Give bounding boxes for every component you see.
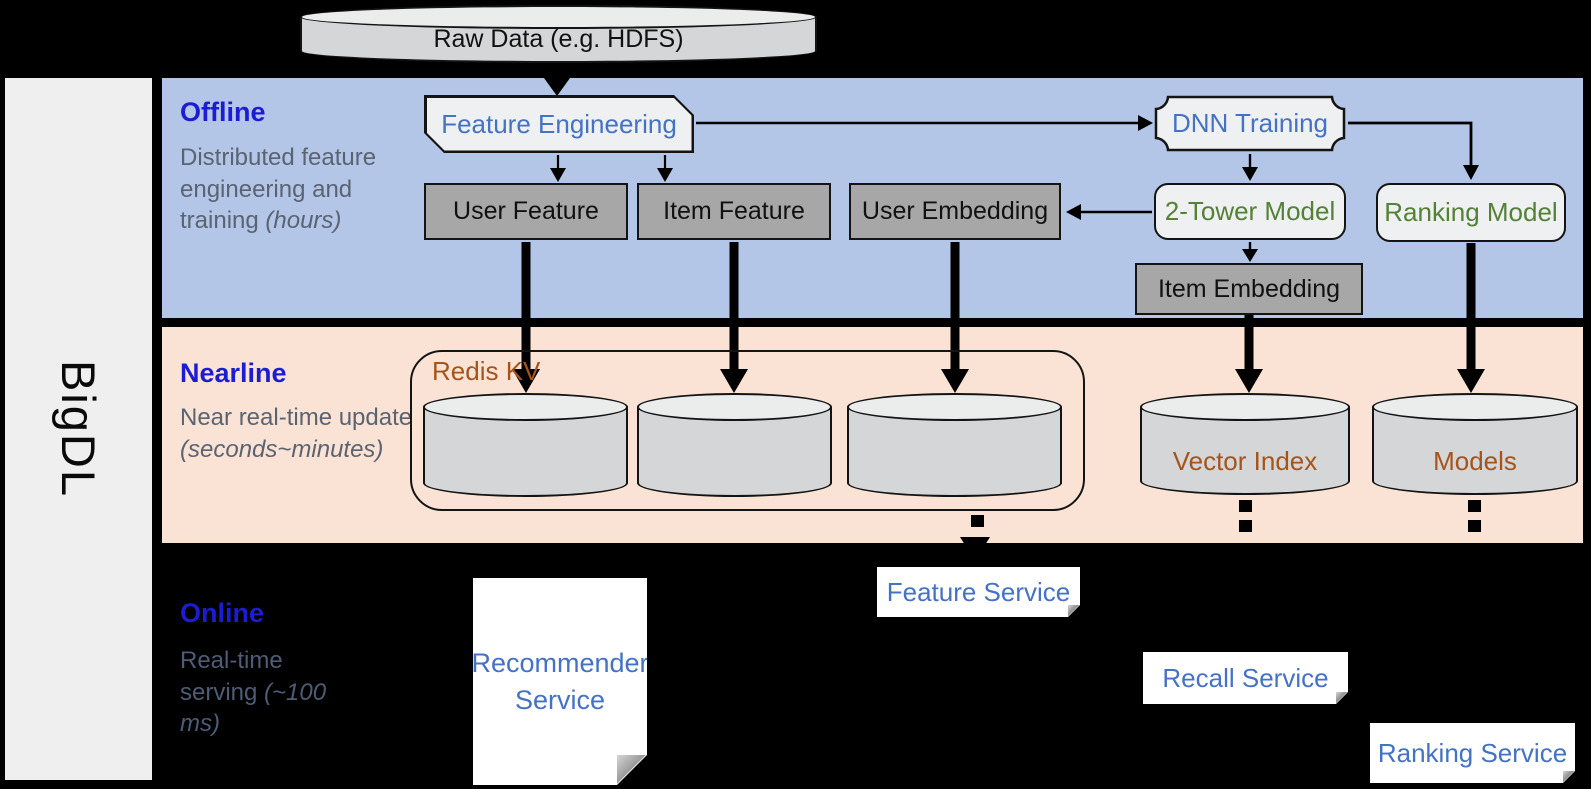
user-embedding-node: User Embedding xyxy=(849,183,1061,240)
ranking-service-fold-corner xyxy=(1563,771,1575,783)
ranking-service-node: Ranking Service xyxy=(1370,723,1575,783)
nearline-description: Near real-time update (seconds~minutes) xyxy=(180,404,413,463)
dashed-drop-models xyxy=(1468,500,1481,512)
offline-description: Distributed feature engineering and trai… xyxy=(180,144,377,235)
bigdl-logo-text: BigDL xyxy=(52,359,105,498)
dashed-drop-vector-index xyxy=(1239,500,1252,512)
recall-service-node: Recall Service xyxy=(1143,652,1348,704)
raw-data-label: Raw Data (e.g. HDFS) xyxy=(433,24,684,53)
raw-data-store: Raw Data (e.g. HDFS) xyxy=(300,5,817,63)
dnn-training-label: DNN Training xyxy=(1171,108,1329,138)
arrow-dnn-to-ranking-model xyxy=(1348,121,1473,167)
vector-index-label: Vector Index xyxy=(1172,445,1318,476)
vector-index-store: Vector Index xyxy=(1140,393,1350,495)
dnn-training-node: DNN Training xyxy=(1154,95,1346,152)
redis-kv-container xyxy=(410,350,1085,511)
online-description: Real-time serving (~100 ms) xyxy=(180,647,327,738)
feature-service-node: Feature Service xyxy=(877,567,1080,617)
item-embedding-node: Item Embedding xyxy=(1135,263,1363,315)
offline-title: Offline xyxy=(180,97,266,127)
recommender-service-node: Recommender Service xyxy=(473,578,647,785)
arrow-redis-to-feature-service xyxy=(971,515,984,527)
item-feature-node: Item Feature xyxy=(637,183,831,240)
models-label: Models xyxy=(1433,445,1517,476)
bigdl-sidebar: BigDL xyxy=(5,78,152,780)
models-store: Models xyxy=(1372,393,1578,495)
redis-shard-cylinder-1 xyxy=(423,393,628,497)
plaque-shape xyxy=(1154,95,1346,152)
recommender-service-fold-corner xyxy=(617,755,647,785)
online-title: Online xyxy=(180,598,265,628)
two-tower-model-node: 2-Tower Model xyxy=(1154,183,1346,240)
nearline-title: Nearline xyxy=(180,358,287,388)
feature-service-fold-corner xyxy=(1068,605,1080,617)
feature-engineering-node: Feature Engineering xyxy=(424,95,694,153)
redis-shard-cylinder-2 xyxy=(637,393,832,497)
redis-kv-label: Redis KV xyxy=(432,356,541,386)
user-feature-node: User Feature xyxy=(424,183,628,240)
recommender-service-label: Recommender Service xyxy=(471,648,649,715)
recall-service-fold-corner xyxy=(1336,692,1348,704)
feature-engineering-label: Feature Engineering xyxy=(427,98,692,151)
redis-shard-cylinder-3 xyxy=(847,393,1062,497)
ranking-model-node: Ranking Model xyxy=(1376,183,1566,242)
